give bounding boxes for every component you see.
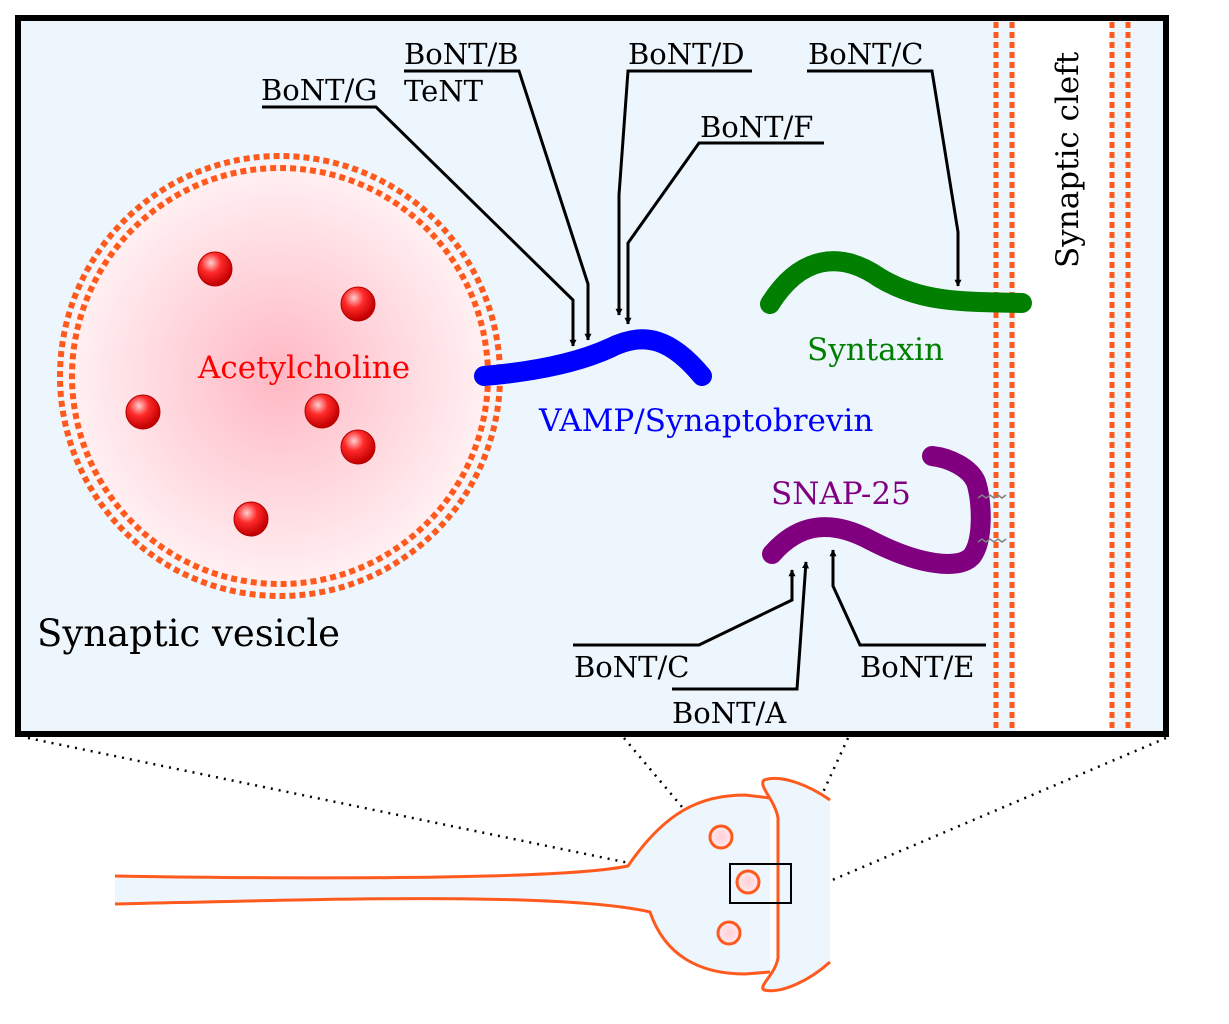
- bont-a-label: BoNT/A: [672, 696, 787, 730]
- bont-d-label: BoNT/D: [628, 37, 745, 71]
- bont-e-label: BoNT/E: [860, 650, 974, 684]
- synaptic-cleft-label: Synaptic cleft: [1050, 51, 1086, 268]
- acetylcholine-molecules: [125, 251, 376, 537]
- postsynaptic-cell-outline: [761, 776, 832, 993]
- syntaxin-label: Syntaxin: [807, 332, 944, 368]
- syntaxin-protein: [760, 251, 1032, 314]
- vamp-protein: [474, 329, 712, 386]
- snap25-membrane-anchors: [977, 494, 1007, 543]
- zoom-region-box: [729, 863, 792, 904]
- axon-terminal-outline: [114, 793, 771, 976]
- postsynaptic-cell: [762, 778, 830, 991]
- axon-terminal-body: [115, 795, 770, 974]
- toxin-arrows: [262, 69, 986, 691]
- bont-b-arrow: [404, 69, 592, 341]
- bont-c-bottom-arrow: [573, 569, 796, 647]
- bont-e-arrow: [829, 549, 986, 647]
- snap25-label: SNAP-25: [771, 476, 911, 512]
- postsynaptic-membrane: [1109, 22, 1131, 732]
- neuron-overview: [114, 776, 832, 993]
- synaptic-vesicle-label: Synaptic vesicle: [37, 612, 340, 655]
- bont-c-top-label: BoNT/C: [808, 37, 923, 71]
- bont-f-label: BoNT/F: [700, 110, 813, 144]
- tent-label: TeNT: [404, 74, 484, 108]
- bont-g-arrow: [262, 105, 577, 347]
- acetylcholine-label: Acetylcholine: [197, 350, 410, 386]
- bont-f-arrow: [624, 141, 824, 325]
- synaptic-cleft-region: [1016, 21, 1111, 731]
- zoom-panel: Synaptic vesicle Acetylcholine VAMP/Syna…: [15, 15, 1169, 737]
- bont-b-label: BoNT/B: [404, 37, 519, 71]
- vamp-label: VAMP/Synaptobrevin: [538, 403, 873, 439]
- bont-d-arrow: [615, 69, 752, 316]
- presynaptic-membrane: [993, 22, 1015, 732]
- bont-c-top-arrow: [807, 69, 962, 287]
- bont-a-arrow: [672, 561, 810, 691]
- small-vesicles: [708, 824, 761, 946]
- snap25-protein: [762, 446, 991, 574]
- bont-c-bottom-label: BoNT/C: [574, 650, 689, 684]
- panel-border: [15, 15, 1169, 737]
- bont-g-label: BoNT/G: [261, 73, 377, 107]
